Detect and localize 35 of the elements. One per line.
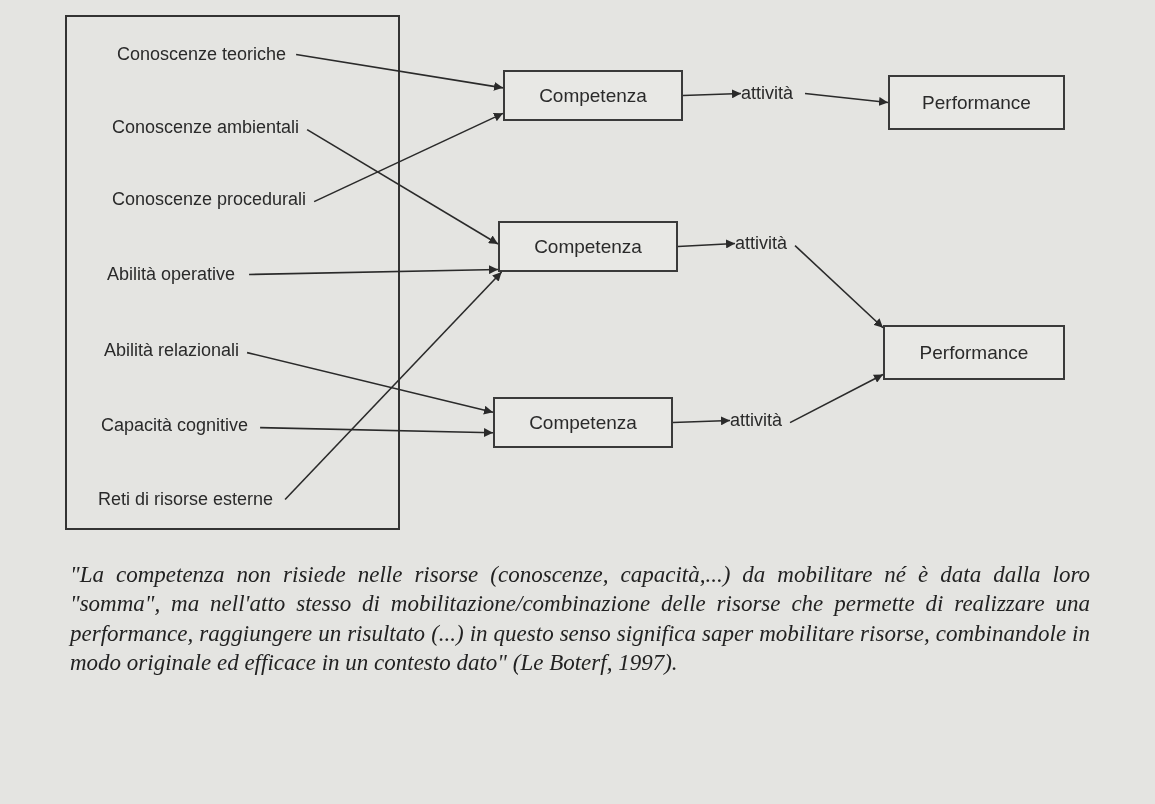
node-label: Competenza (534, 235, 642, 258)
process-box (498, 221, 678, 272)
node-label: Competenza (539, 84, 647, 107)
process-box (503, 70, 683, 121)
process-box (493, 397, 673, 448)
resource-text: attività (741, 83, 794, 104)
arrow (794, 244, 884, 329)
arrow (246, 351, 494, 415)
quote-caption: "La competenza non risiede nelle risorse (conoscenze, capacità,...) da mobilitare né è data dalla loro "somma", ma nell'atto stesso di mobilitazione/combinazione delle risorse che permette di realizzare una performance, raggiungere un risultato (...) in questo senso significa saper mobilitare risorse, combinandole in modo originale ed efficace in un contesto dato" (Le Boterf, 1997). (70, 561, 1090, 678)
resource-text: Capacità cognitive (101, 415, 249, 436)
resource-text: Abilità operative (107, 264, 236, 285)
resource-text: Conoscenze procedurali (112, 189, 307, 210)
resource-frame (65, 15, 400, 530)
resource-text: Reti di risorse esterne (98, 489, 274, 510)
arrow (248, 265, 499, 276)
resource-text: Abilità relazionali (104, 340, 240, 361)
node-label: Performance (919, 341, 1029, 364)
resource-text: Conoscenze teoriche (117, 44, 287, 65)
arrow (295, 53, 504, 91)
arrow (672, 416, 731, 426)
arrow (789, 373, 884, 424)
node-label: Competenza (529, 411, 637, 434)
arrow (284, 271, 503, 501)
arrow (804, 92, 889, 106)
arrow (313, 112, 504, 203)
arrow (306, 128, 499, 245)
arrow (677, 239, 736, 249)
arrow (682, 89, 742, 99)
node-label: Performance (922, 91, 1031, 114)
resource-text: attività (730, 410, 783, 431)
process-box (888, 75, 1065, 130)
resource-text: attività (735, 233, 788, 254)
process-box (883, 325, 1065, 380)
resource-text: Conoscenze ambientali (112, 117, 300, 138)
arrow (259, 426, 494, 437)
